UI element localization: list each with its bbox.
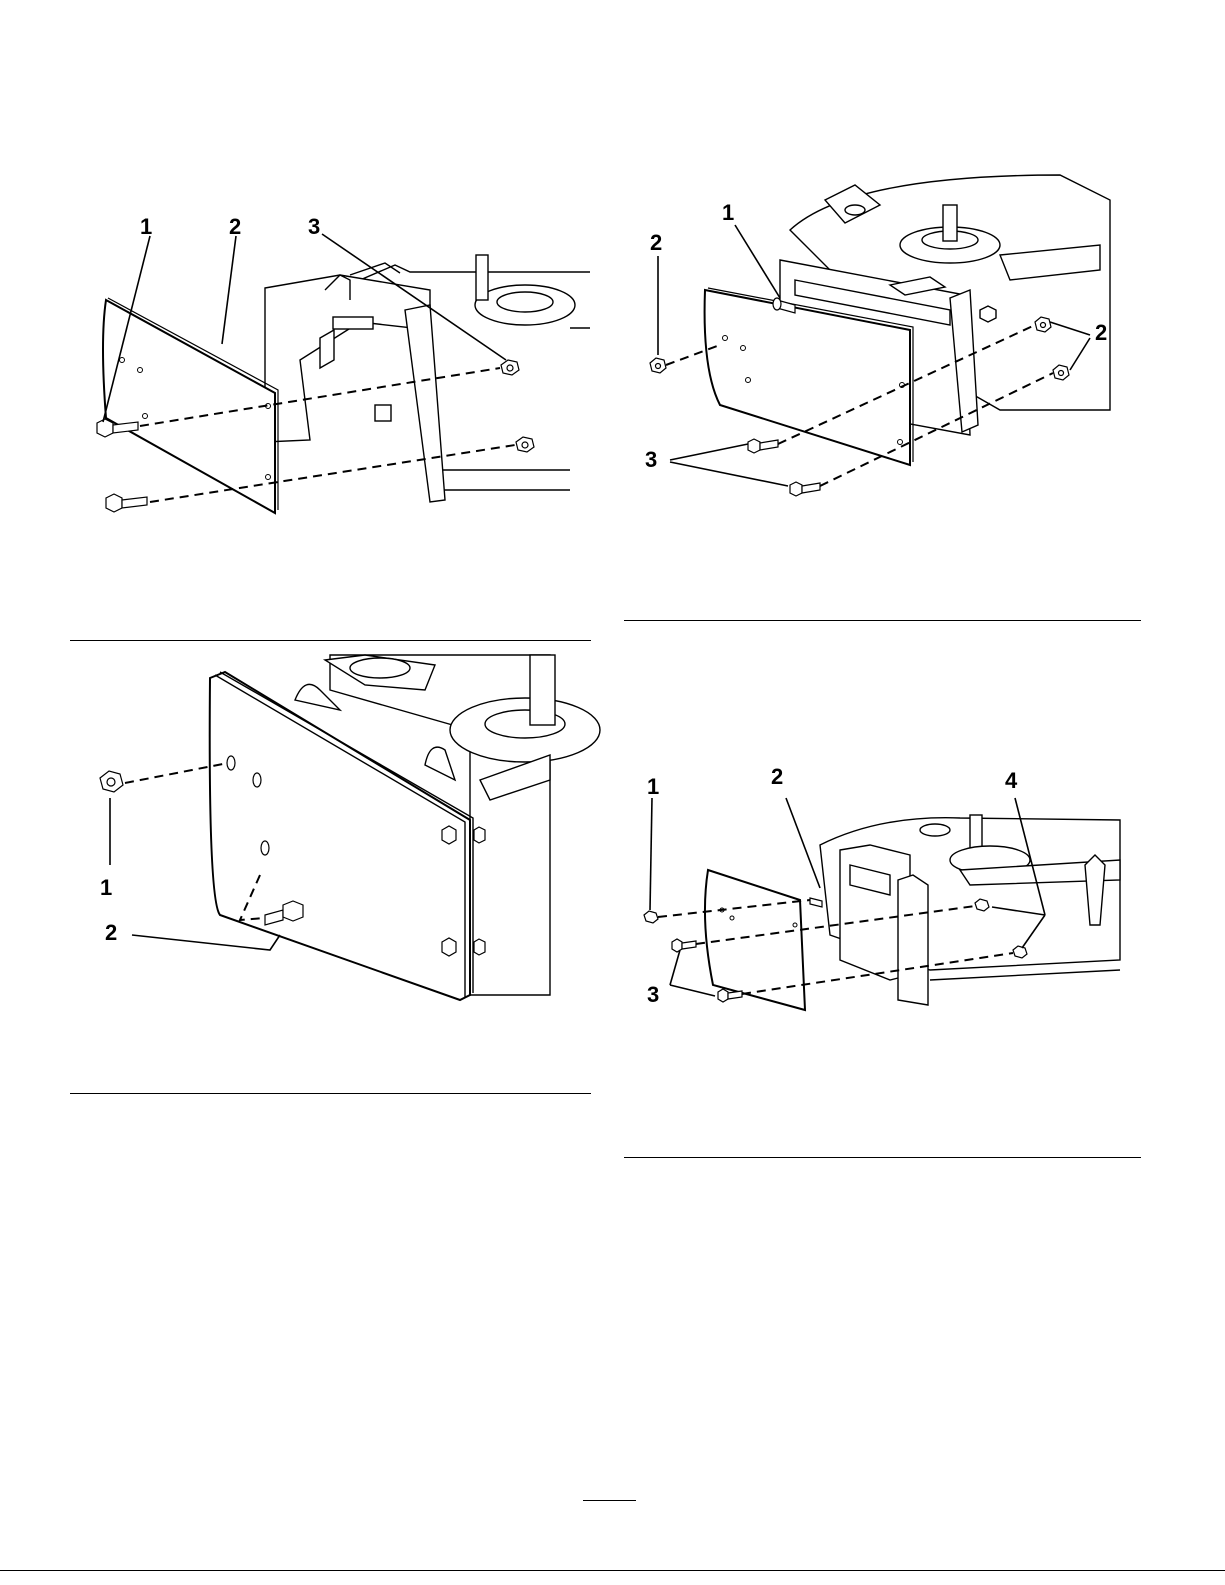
bolt-upper (748, 439, 778, 453)
figure-top-right: 1 2 2 3 (630, 170, 1130, 510)
figure-middle-left: 1 2 (70, 650, 590, 1020)
callout-2-left: 2 (650, 230, 662, 255)
mower-deck-drawing (820, 815, 1120, 1005)
callout-1: 1 (647, 774, 659, 799)
callout-2: 2 (229, 214, 241, 239)
figure-middle-right-illustration: 1 2 4 3 (630, 760, 1130, 1020)
mower-deck-drawing (265, 255, 590, 502)
nut-right-upper (1035, 317, 1051, 332)
callout-3: 3 (647, 982, 659, 1007)
figure-top-left-illustration: 1 2 3 (70, 210, 590, 530)
section-divider-right-2 (624, 1157, 1141, 1158)
deflector-plate (103, 298, 278, 513)
bolt-upper (672, 939, 696, 952)
page-number-rule (583, 1500, 636, 1501)
bolt-lower (790, 482, 820, 496)
nut-upper (501, 360, 519, 375)
nut-lower (516, 437, 534, 452)
callout-1: 1 (140, 214, 152, 239)
callout-3: 3 (308, 214, 320, 239)
footer-rule (0, 1570, 1225, 1571)
figure-middle-right: 1 2 4 3 (630, 760, 1130, 1020)
callout-4: 4 (1005, 768, 1018, 793)
deflector-plate (705, 870, 805, 1010)
deflector-plate (210, 672, 473, 1000)
carriage-bolt (810, 898, 822, 907)
nut-left (650, 358, 666, 373)
section-divider-left-2 (70, 1093, 591, 1094)
callout-1: 1 (722, 200, 734, 225)
nut-right-lower (1053, 365, 1069, 380)
nut (100, 771, 123, 792)
figure-middle-left-illustration: 1 2 (70, 650, 590, 1020)
nut-right-upper (975, 899, 989, 911)
bolt-lower (106, 494, 147, 512)
callout-2: 2 (771, 764, 783, 789)
callout-3: 3 (645, 447, 657, 472)
section-divider-right-1 (624, 620, 1141, 621)
bolt-lower (718, 989, 742, 1002)
nut-left (644, 911, 658, 923)
callout-2-right: 2 (1095, 320, 1107, 345)
figure-top-left: 1 2 3 (70, 210, 590, 530)
figure-top-right-illustration: 1 2 2 3 (630, 170, 1130, 510)
callout-2: 2 (105, 920, 117, 945)
nut-right-lower (1013, 946, 1027, 958)
section-divider-left-1 (70, 640, 591, 641)
callout-1: 1 (100, 875, 112, 900)
